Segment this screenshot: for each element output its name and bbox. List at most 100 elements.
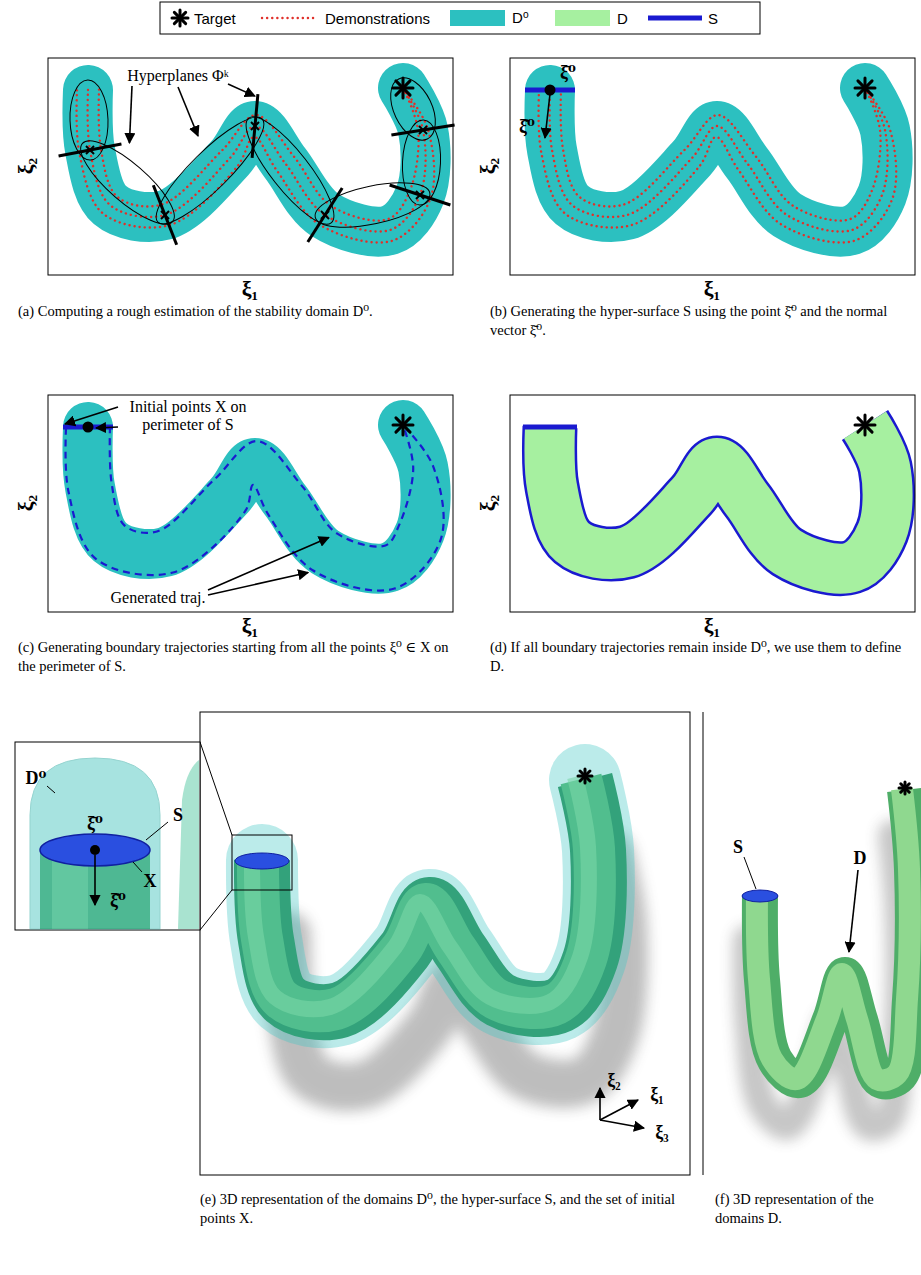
hyperplane-center [161,211,169,219]
normal-vector [545,94,550,138]
hyperplane [153,185,176,245]
domain-d-3d [760,790,913,1081]
color-swatch [450,10,505,26]
boundary-trajectory [110,425,413,547]
stability-domain-d0-3d [30,758,160,929]
leader-arrow [96,427,118,428]
stability-domain-d0 [550,88,888,232]
target-marker [172,10,188,26]
axis-label: ξ₂ [475,158,501,174]
legend-swatch [555,10,610,26]
leader-arrow [129,86,132,143]
gaussian-ellipse [234,106,346,234]
axis-label: ξ₁ [242,276,258,302]
vector-label: ξ̄̇⁰ [519,115,535,137]
domain-d-3d-highlight [757,789,910,1080]
legend-text: D⁰ [512,9,529,27]
leader-line [133,862,142,872]
normal-vector [94,855,96,905]
hyper-surface-s [523,425,577,430]
stability-domain-d0-3d [262,780,599,1012]
axis-label: ξ₃ [655,1122,668,1143]
point-label: ξ̄⁰ [87,812,103,834]
demonstration-trajectory [550,88,888,232]
panel-b [510,58,915,275]
initial-point [83,422,94,433]
neighbour-slope [178,760,199,929]
surface-label: S [733,837,743,858]
hyperplane-center [416,191,424,199]
zoom-inset [15,742,200,930]
point-label: ξ̄⁰ [560,61,576,83]
annotation: Hyperplanes Φᵏ [127,67,229,85]
legend-swatch [262,18,318,19]
gaussian-ellipse [145,105,276,235]
panel-d [510,395,915,612]
hyperplane [390,185,451,205]
axis-label: ξ₂ [475,495,501,511]
leader-arrow [849,870,858,952]
stability-domain-d0 [88,88,426,232]
caption: (d) If all boundary trajectories remain … [490,638,918,676]
hyperplane-center [251,122,259,130]
hyperplane-center [161,211,169,219]
panel-f [742,782,913,1126]
legend-text: Target [194,10,236,27]
axes-box [510,58,915,275]
initial-point [90,845,100,855]
demonstration-trajectory [539,88,897,243]
hyperplane-center [251,122,259,130]
caption: (e) 3D representation of the domains D⁰,… [200,1190,680,1228]
annotation: Generated traj. [110,589,205,607]
legend-text: S [708,10,718,27]
target-marker [899,782,911,794]
stability-domain-d0 [88,425,426,569]
axis-label: ξ₁ [650,1084,663,1105]
domain-d [550,425,888,569]
axes-box [510,395,915,612]
inset-box [15,742,200,930]
boundary-trajectory [66,425,444,591]
annotation: Initial points X on perimeter of S [113,398,263,435]
demonstration-trajectory [561,88,881,221]
caption: (c) Generating boundary trajectories sta… [18,638,453,676]
leader-arrow [208,537,329,590]
hyperplane-center [86,146,94,154]
hyperplane [308,188,342,242]
target-marker [855,78,875,98]
axes-box [48,58,453,275]
leader-line [744,857,756,889]
axis-label: ξ₂ [13,495,39,511]
target-marker [578,769,592,783]
domain-label: D⁰ [26,767,47,789]
panel-c [48,395,453,612]
axes-box [200,712,690,1175]
domain-d-boundary [550,425,888,569]
dotted-line-sample [262,17,318,19]
leader-arrow [178,87,198,136]
legend-swatch [648,18,702,19]
hyperplane-center [416,191,424,199]
set-label: X [144,871,157,892]
hyperplane [391,125,454,135]
surface-label: S [173,805,183,826]
caption: (b) Generating the hyper-surface S using… [490,302,918,340]
axes-box [48,395,453,612]
blue-line-sample [648,16,702,21]
zoom-line [200,890,232,930]
panel-a [48,58,455,275]
legend-swatch [450,10,505,26]
panel-e [15,712,690,1175]
demonstration-trajectory [99,88,419,221]
hyperplane-center [321,211,329,219]
legend-text: Demonstrations [325,10,430,27]
initial-point [545,85,556,96]
leader-arrow [228,84,255,96]
color-swatch [555,10,610,26]
target-marker [393,78,413,98]
hyperplane [59,144,122,156]
demonstration-trajectory [88,88,426,232]
hyper-surface-s [742,890,778,902]
